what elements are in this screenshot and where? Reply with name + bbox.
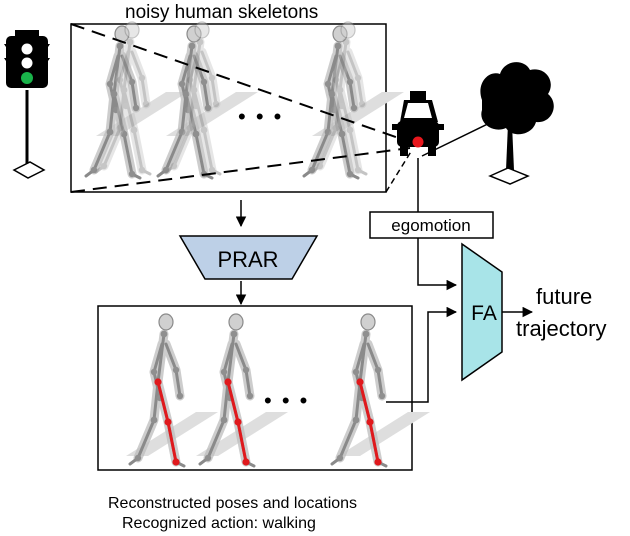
future-label-line1: future <box>536 284 592 309</box>
tree-icon <box>480 62 554 185</box>
caption-line2: Recognized action: walking <box>122 515 316 532</box>
prar-label: PRAR <box>217 247 278 272</box>
fa-block <box>461 242 503 382</box>
ellipsis-top: • • • <box>238 104 283 129</box>
ellipsis-bottom: • • • <box>264 388 309 413</box>
egomotion-box <box>369 211 494 239</box>
car-icon <box>392 91 444 156</box>
top-caption: noisy human skeletons <box>125 2 318 23</box>
caption-line1: Reconstructed poses and locations <box>108 495 357 512</box>
fa-label: FA <box>471 302 497 325</box>
traffic-light-icon <box>4 30 50 179</box>
prar-block <box>178 235 319 280</box>
future-label-line2: trajectory <box>516 316 606 341</box>
egomotion-label: egomotion <box>391 216 470 235</box>
